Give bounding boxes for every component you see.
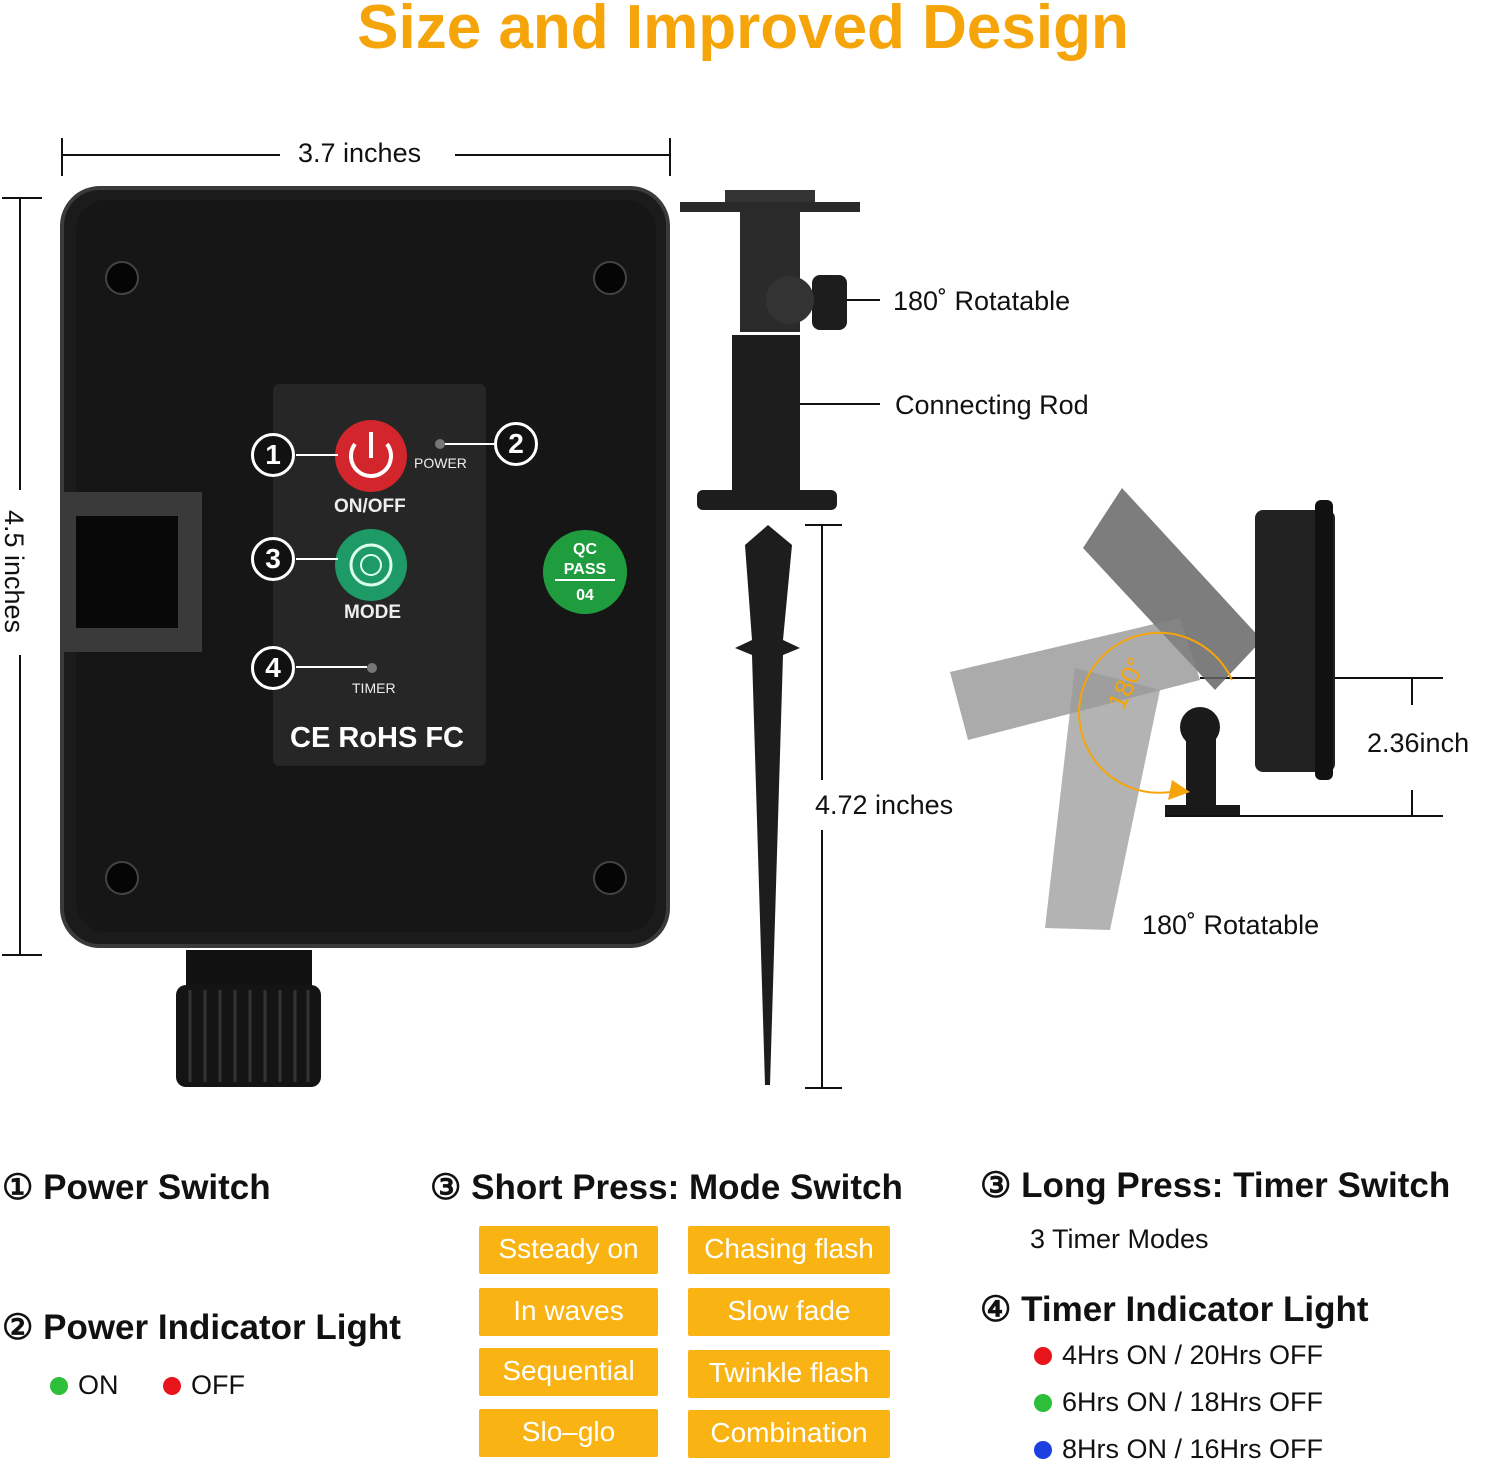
rotation-diagram (950, 488, 1335, 930)
red-dot-icon (1034, 1347, 1052, 1365)
callout-1: 1 (251, 433, 295, 477)
callout-2: 2 (494, 422, 538, 466)
off-label: OFF (191, 1370, 245, 1400)
power-indicator-heading: ② Power Indicator Light (2, 1308, 401, 1347)
on-off-button-label: ON/OFF (334, 496, 406, 517)
timer-led-label: TIMER (352, 680, 396, 696)
controller-box (60, 186, 670, 1087)
mode-tag: Slow fade (688, 1288, 890, 1336)
mode-tag: Twinkle flash (688, 1350, 890, 1398)
page-title: Size and Improved Design (357, 0, 1129, 62)
mode-tag: Sequential (479, 1348, 658, 1396)
blue-dot-icon (1034, 1441, 1052, 1459)
long-press-heading: ③ Long Press: Timer Switch (980, 1166, 1451, 1205)
mode-tag: In waves (479, 1288, 658, 1336)
connecting-rod-label: Connecting Rod (895, 390, 1089, 420)
power-switch-heading: ① Power Switch (2, 1168, 271, 1207)
mode-button-label: MODE (344, 602, 401, 623)
mount-height-dimension: 2.36inch (1367, 728, 1470, 758)
mode-tag: Chasing flash (688, 1226, 890, 1274)
width-dimension: 3.7 inches (298, 138, 422, 168)
indicator-on: ON (50, 1370, 119, 1401)
rotatable-label-top: 180˚ Rotatable (893, 286, 1071, 316)
timer-option-label: 4Hrs ON / 20Hrs OFF (1062, 1340, 1324, 1370)
timer-option: 8Hrs ON / 16Hrs OFF (1034, 1434, 1323, 1465)
power-led-label: POWER (414, 455, 467, 471)
timer-option: 4Hrs ON / 20Hrs OFF (1034, 1340, 1323, 1371)
mode-tag: Combination (688, 1410, 890, 1458)
timer-modes-text: 3 Timer Modes (1030, 1224, 1209, 1254)
timer-option: 6Hrs ON / 18Hrs OFF (1034, 1387, 1323, 1418)
certification-marks: CE RoHS FC (290, 722, 464, 754)
qc-number: 04 (576, 587, 594, 604)
on-label: ON (78, 1370, 119, 1400)
qc-pass-sticker: QC PASS 04 (543, 540, 627, 606)
timer-option-label: 8Hrs ON / 16Hrs OFF (1062, 1434, 1324, 1464)
qc-text: QC (573, 541, 597, 558)
green-dot-icon (50, 1377, 68, 1395)
red-dot-icon (163, 1377, 181, 1395)
green-dot-icon (1034, 1394, 1052, 1412)
height-dimension: 4.5 inches (0, 509, 30, 634)
stand-and-stake (680, 190, 860, 1085)
callout-4: 4 (251, 646, 295, 690)
mode-tag: Slo–glo (479, 1409, 658, 1457)
timer-option-label: 6Hrs ON / 18Hrs OFF (1062, 1387, 1324, 1417)
timer-indicator-heading: ④ Timer Indicator Light (980, 1290, 1369, 1329)
rotatable-label-bottom: 180˚ Rotatable (1142, 910, 1320, 940)
mode-tag: Ssteady on (479, 1226, 658, 1274)
short-press-heading: ③ Short Press: Mode Switch (430, 1168, 903, 1207)
callout-3: 3 (251, 537, 295, 581)
indicator-off: OFF (163, 1370, 245, 1401)
pass-text: PASS (563, 561, 607, 578)
stake-dimension: 4.72 inches (815, 790, 954, 820)
